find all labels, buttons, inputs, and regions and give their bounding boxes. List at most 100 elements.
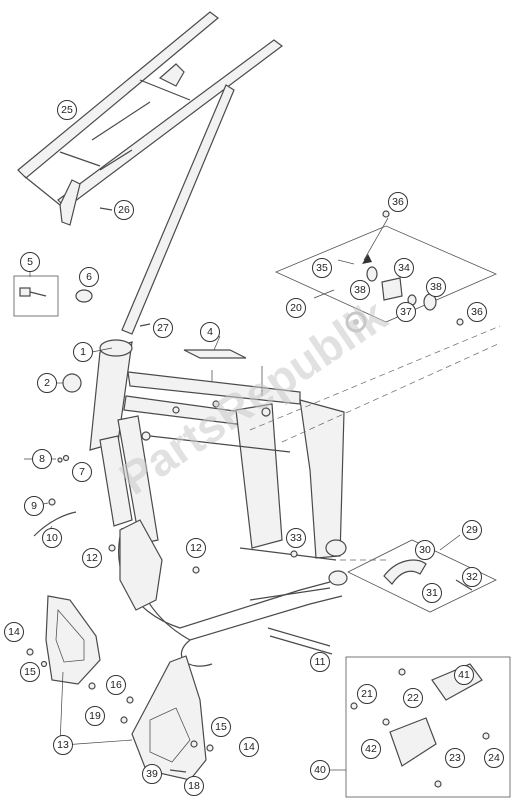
callout-19[interactable]: 19 xyxy=(85,706,105,726)
callout-label: 31 xyxy=(426,587,438,599)
callout-7[interactable]: 7 xyxy=(72,462,92,482)
callout-label: 10 xyxy=(46,532,58,544)
callout-32[interactable]: 32 xyxy=(462,567,482,587)
callout-label: 8 xyxy=(39,453,45,465)
callout-36-top[interactable]: 36 xyxy=(388,192,408,212)
callout-2[interactable]: 2 xyxy=(37,373,57,393)
callout-label: 14 xyxy=(243,741,255,753)
callout-35[interactable]: 35 xyxy=(312,258,332,278)
sidestand-detail xyxy=(347,539,497,613)
callout-34[interactable]: 34 xyxy=(394,258,414,278)
small-parts xyxy=(13,207,333,773)
callout-label: 34 xyxy=(398,262,410,274)
callout-9[interactable]: 9 xyxy=(24,496,44,516)
callout-label: 1 xyxy=(80,346,86,358)
callout-label: 12 xyxy=(86,552,98,564)
callout-14-left[interactable]: 14 xyxy=(4,622,24,642)
callout-label: 13 xyxy=(57,739,69,751)
callout-11[interactable]: 11 xyxy=(310,652,330,672)
callout-13[interactable]: 13 xyxy=(53,735,73,755)
callout-label: 11 xyxy=(315,656,326,668)
callout-group: 1 2 4 5 6 7 8 9 10 11 12 12 13 14 14 15 … xyxy=(4,100,504,796)
callout-16[interactable]: 16 xyxy=(106,675,126,695)
callout-label: 36 xyxy=(392,196,404,208)
callout-12-right[interactable]: 12 xyxy=(186,538,206,558)
callout-label: 25 xyxy=(61,104,73,116)
callout-25[interactable]: 25 xyxy=(57,100,77,120)
frame-protector-right xyxy=(131,655,207,781)
callout-label: 15 xyxy=(24,666,36,678)
callout-38-left[interactable]: 38 xyxy=(350,280,370,300)
callout-label: 42 xyxy=(365,743,377,755)
callout-39[interactable]: 39 xyxy=(142,764,162,784)
callout-31[interactable]: 31 xyxy=(422,583,442,603)
callout-36-bottom[interactable]: 36 xyxy=(467,302,487,322)
callout-8[interactable]: 8 xyxy=(32,449,52,469)
callout-27[interactable]: 27 xyxy=(153,318,173,338)
callout-label: 5 xyxy=(27,256,33,268)
callout-12-left[interactable]: 12 xyxy=(82,548,102,568)
callout-label: 20 xyxy=(290,302,302,314)
callout-label: 40 xyxy=(314,764,326,776)
callout-21[interactable]: 21 xyxy=(357,684,377,704)
callout-label: 22 xyxy=(407,692,419,704)
callout-label: 9 xyxy=(31,500,37,512)
callout-38-right[interactable]: 38 xyxy=(426,277,446,297)
callout-label: 24 xyxy=(488,752,500,764)
callout-40[interactable]: 40 xyxy=(310,760,330,780)
callout-label: 4 xyxy=(207,326,213,338)
callout-label: 18 xyxy=(188,780,200,792)
callout-14-right[interactable]: 14 xyxy=(239,737,259,757)
callout-label: 33 xyxy=(290,532,302,544)
callout-5[interactable]: 5 xyxy=(20,252,40,272)
callout-15-left[interactable]: 15 xyxy=(20,662,40,682)
footrest-detail xyxy=(345,656,511,798)
callout-label: 38 xyxy=(430,281,442,293)
callout-10[interactable]: 10 xyxy=(42,528,62,548)
callout-18[interactable]: 18 xyxy=(184,776,204,796)
callout-42[interactable]: 42 xyxy=(361,739,381,759)
callout-6[interactable]: 6 xyxy=(79,267,99,287)
callout-33[interactable]: 33 xyxy=(286,528,306,548)
callout-label: 12 xyxy=(190,542,202,554)
engine-guard xyxy=(119,519,163,611)
callout-37[interactable]: 37 xyxy=(396,302,416,322)
callout-label: 38 xyxy=(354,284,366,296)
callout-20[interactable]: 20 xyxy=(286,298,306,318)
callout-label: 30 xyxy=(419,544,431,556)
callout-label: 21 xyxy=(361,688,373,700)
callout-label: 27 xyxy=(157,322,169,334)
callout-24[interactable]: 24 xyxy=(484,748,504,768)
callout-label: 19 xyxy=(89,710,101,722)
callout-1[interactable]: 1 xyxy=(73,342,93,362)
callout-label: 16 xyxy=(110,679,122,691)
reference-lines xyxy=(249,325,501,561)
frame-protector-left xyxy=(45,595,101,685)
callout-label: 39 xyxy=(146,768,158,780)
callout-23[interactable]: 23 xyxy=(445,748,465,768)
main-frame xyxy=(89,339,348,667)
callout-label: 29 xyxy=(466,524,478,536)
callout-label: 35 xyxy=(316,262,328,274)
callout-22[interactable]: 22 xyxy=(403,688,423,708)
callout-label: 2 xyxy=(44,377,50,389)
callout-label: 32 xyxy=(466,571,478,583)
callout-label: 41 xyxy=(458,669,470,681)
callout-29[interactable]: 29 xyxy=(462,520,482,540)
callout-label: 37 xyxy=(400,306,412,318)
callout-41[interactable]: 41 xyxy=(454,665,474,685)
callout-label: 6 xyxy=(86,271,92,283)
callout-label: 7 xyxy=(79,466,85,478)
gear-icon xyxy=(345,311,367,333)
callout-15-right[interactable]: 15 xyxy=(211,717,231,737)
callout-label: 15 xyxy=(215,721,227,733)
callout-label: 26 xyxy=(118,204,130,216)
callout-26[interactable]: 26 xyxy=(114,200,134,220)
callout-label: 14 xyxy=(8,626,20,638)
callout-label: 23 xyxy=(449,752,461,764)
callout-label: 36 xyxy=(471,306,483,318)
callout-30[interactable]: 30 xyxy=(415,540,435,560)
subframe xyxy=(17,11,283,335)
callout-4[interactable]: 4 xyxy=(200,322,220,342)
